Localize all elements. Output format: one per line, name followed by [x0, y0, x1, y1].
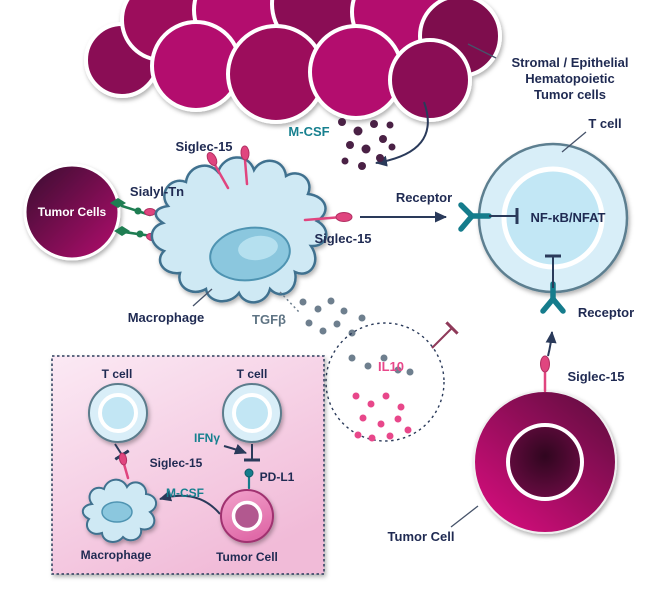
inset-tumor-cell: [220, 489, 274, 543]
inset-pdl1-label: PD-L1: [259, 470, 295, 484]
tumor-cell-cluster: [84, 0, 502, 124]
tumor-cell-bottom-label: Tumor Cell: [387, 529, 455, 544]
inset-pdl1-pin: [244, 468, 254, 490]
tumor-cells-left-label: Tumor Cells: [37, 205, 107, 219]
inset-ifng-label: IFNγ: [193, 431, 220, 445]
inset-macrophage: [81, 478, 158, 543]
tgfb-dots: [299, 297, 414, 376]
inset-siglec15-label: Siglec-15: [149, 456, 203, 470]
nfkb-nfat-label: NF-κB/NFAT: [530, 210, 606, 225]
siglec15-pin-macrophage-right: [303, 212, 353, 222]
t-cell-pointer-line: [561, 131, 587, 153]
inset-mcsf-arrow: [159, 490, 221, 515]
cluster-label-line1: Stromal / Epithelial: [511, 55, 629, 70]
t-cell: [477, 142, 629, 294]
mcsf-dots: [338, 118, 396, 170]
bottom-tumor-cell: [473, 390, 617, 534]
inset-siglec15-pin: [118, 452, 130, 480]
il10-inhibition-line: [431, 321, 459, 349]
mcsf-arrow: [375, 101, 429, 167]
macrophage-pointer-line: [192, 288, 213, 307]
siglec15-pin-macrophage-top: [206, 145, 250, 190]
inset-macrophage-label: Macrophage: [80, 548, 152, 562]
inset-t-cell-left-label: T cell: [101, 367, 133, 381]
cluster-pointer-line: [467, 43, 497, 59]
il10-dotted-circle: [325, 322, 445, 442]
left-tumor-cell: [23, 163, 121, 261]
t-cell-receptor-left-icon: [458, 202, 492, 232]
siglec15-label-macrophage-top: Siglec-15: [175, 139, 233, 154]
siglec15-to-receptor-bottom-arrow: [545, 331, 557, 357]
inset-t-cell-left: [88, 383, 148, 443]
siglec15-label-macrophage-right: Siglec-15: [314, 231, 372, 246]
tgfb-label: TGFβ: [252, 312, 286, 327]
siglec15-label-tumor: Siglec-15: [567, 369, 625, 384]
cluster-label-line2: Hematopoietic: [525, 71, 615, 86]
inset-ifng-arrow: [223, 443, 247, 455]
cluster-label: Stromal / Epithelial Hematopoietic Tumor…: [486, 55, 654, 103]
il10-label: IL10: [377, 359, 404, 374]
cluster-label-line3: Tumor cells: [533, 87, 606, 102]
receptor-bottom-label: Receptor: [577, 305, 635, 320]
macrophage-cell: [150, 156, 328, 304]
inset-t-cell-right: [222, 383, 282, 443]
mcsf-label: M-CSF: [288, 124, 330, 139]
siglec15-pin-tumor: [540, 355, 550, 393]
macrophage-label: Macrophage: [127, 310, 205, 325]
inset-mcsf-label: M-CSF: [166, 486, 204, 500]
inset-t-cell-right-label: T cell: [236, 367, 268, 381]
receptor-left-label: Receptor: [395, 190, 453, 205]
inset-tumor-cell-label: Tumor Cell: [216, 550, 278, 564]
tumor-cell-pointer-line: [450, 505, 479, 528]
t-cell-label: T cell: [588, 116, 622, 131]
sialyl-tn-label: Sialyl-Tn: [129, 184, 185, 199]
il10-dots: [352, 392, 412, 442]
